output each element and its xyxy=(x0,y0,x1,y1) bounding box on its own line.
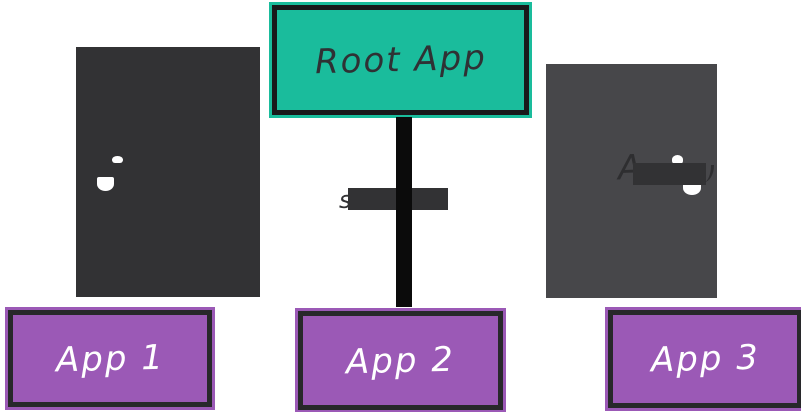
app-2-node: App 2 xyxy=(295,308,506,412)
left-panel-white-mark-bottom xyxy=(97,177,114,191)
left-redacted-panel xyxy=(76,47,260,297)
right-panel-white-mark-top xyxy=(672,155,683,164)
app-3-label: App 3 xyxy=(650,337,760,381)
root-app-node: Root App xyxy=(269,2,532,118)
connector-line xyxy=(396,117,412,307)
right-panel-glyph-tail xyxy=(704,165,714,182)
app-1-label: App 1 xyxy=(55,337,165,380)
root-app-label: Root App xyxy=(314,37,487,83)
right-panel-redaction-band xyxy=(633,163,706,185)
app-2-label: App 2 xyxy=(345,339,456,382)
app-1-node: App 1 xyxy=(5,307,215,410)
left-panel-white-mark-top xyxy=(112,156,123,163)
app-3-node: App 3 xyxy=(605,307,801,411)
right-redacted-panel: A xyxy=(546,64,717,298)
